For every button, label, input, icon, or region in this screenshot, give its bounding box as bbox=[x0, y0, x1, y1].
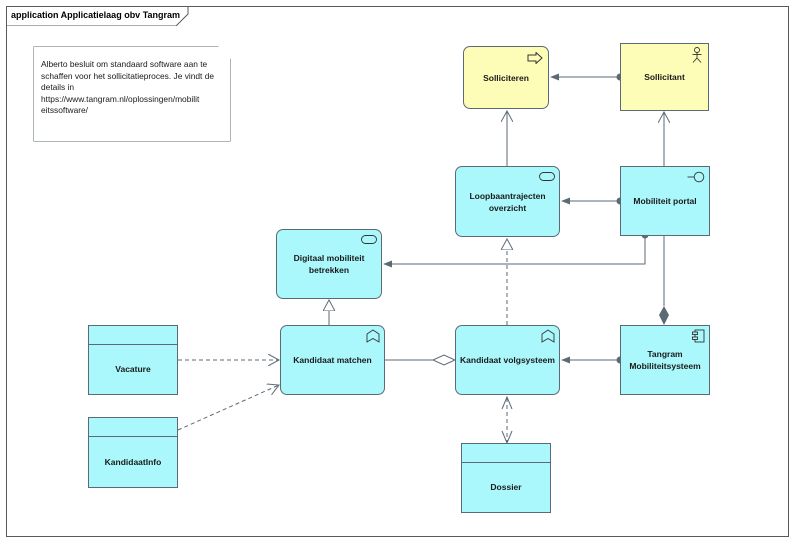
note-line: Alberto besluit om standaard software aa… bbox=[41, 59, 208, 69]
node-label-line: overzicht bbox=[488, 202, 527, 213]
node-label-line: Digitaal mobiliteit bbox=[293, 253, 365, 263]
service-icon bbox=[539, 172, 555, 181]
node-label: Vacature bbox=[115, 364, 151, 374]
node-tangram-mobiliteitsysteem[interactable]: Tangram Mobiliteitsysteem bbox=[620, 325, 710, 395]
process-icon bbox=[527, 52, 543, 64]
note-line: schaffen voor het sollicitatieproces. Je… bbox=[41, 70, 215, 81]
data-object-header bbox=[462, 444, 550, 463]
node-label: Solliciteren bbox=[483, 72, 529, 83]
node-label-line: betrekken bbox=[308, 265, 350, 275]
node-label-line: Tangram bbox=[647, 349, 683, 359]
node-dossier[interactable]: Dossier bbox=[461, 443, 551, 513]
node-mobiliteit-portal[interactable]: Mobiliteit portal bbox=[620, 166, 710, 236]
connector-portal-digitaal bbox=[383, 235, 646, 268]
component-icon bbox=[692, 329, 705, 343]
node-label-line: Mobiliteitsysteem bbox=[629, 361, 701, 371]
data-object-header bbox=[89, 326, 177, 345]
note-line: details in bbox=[41, 82, 75, 92]
note-text: Alberto besluit om standaard software aa… bbox=[34, 47, 230, 141]
node-digitaal-mobiliteit-betrekken[interactable]: Digitaal mobiliteit betrekken bbox=[276, 229, 382, 299]
function-icon bbox=[541, 329, 555, 343]
node-label-line: Loopbaantrajecten bbox=[469, 190, 546, 201]
node-label: Kandidaat matchen bbox=[293, 355, 372, 365]
node-vacature[interactable]: Vacature bbox=[88, 325, 178, 395]
node-label: Sollicitant bbox=[644, 72, 685, 82]
node-kandidaat-volgsysteem[interactable]: Kandidaat volgsysteem bbox=[455, 325, 560, 395]
diagram-frame bbox=[6, 6, 789, 537]
note-line: eitssoftware/ bbox=[41, 105, 89, 115]
frame-title-tab bbox=[6, 6, 189, 26]
node-kandidaat-matchen[interactable]: Kandidaat matchen bbox=[280, 325, 385, 395]
diagram-title: application Applicatielaag obv Tangram bbox=[11, 10, 181, 20]
data-object-header bbox=[89, 418, 177, 437]
service-icon bbox=[361, 235, 377, 244]
node-label: Kandidaat volgsysteem bbox=[460, 355, 555, 365]
node-loopbaantrajecten-overzicht[interactable]: Loopbaantrajecten overzicht bbox=[455, 166, 560, 237]
note-line: https://www.tangram.nl/oplossingen/mobil… bbox=[41, 93, 200, 104]
actor-icon bbox=[692, 47, 702, 63]
interface-icon bbox=[687, 171, 705, 183]
node-label: Mobiliteit portal bbox=[633, 196, 697, 206]
function-icon bbox=[366, 329, 380, 343]
node-label: Dossier bbox=[490, 482, 522, 492]
node-label: KandidaatInfo bbox=[104, 456, 162, 467]
node-solliciteren[interactable]: Solliciteren bbox=[463, 46, 549, 109]
node-sollicitant[interactable]: Sollicitant bbox=[620, 43, 709, 111]
connector-kandidaatinfo-matchen bbox=[177, 385, 279, 431]
node-kandidaatinfo[interactable]: KandidaatInfo bbox=[88, 417, 178, 488]
